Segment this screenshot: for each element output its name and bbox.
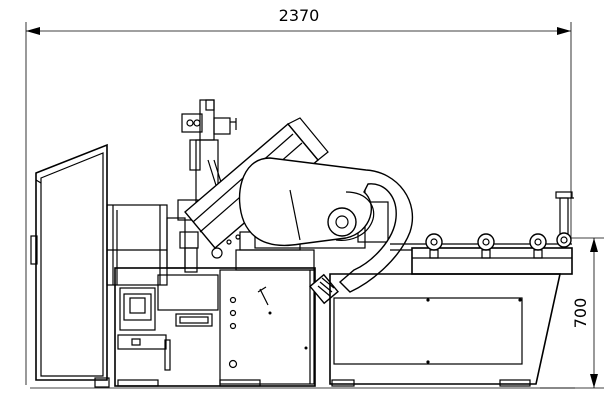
width-dimension: 2370: [25, 6, 572, 385]
width-arrow-left: [26, 27, 40, 35]
width-dimension-label: 2370: [279, 6, 320, 25]
control-cabinet: [30, 143, 110, 388]
drive-housing: [106, 204, 186, 286]
width-arrow-right: [557, 27, 571, 35]
base-frame: [114, 267, 316, 387]
height-arrow-bottom: [590, 374, 598, 388]
roller-conveyor: [390, 233, 573, 275]
machine-drawing: [30, 99, 575, 389]
height-arrow-top: [590, 238, 598, 252]
belt-cover: [238, 157, 414, 293]
end-post: [555, 191, 574, 248]
outfeed-base: [329, 273, 561, 387]
height-dimension-label: 700: [571, 298, 590, 329]
height-dimension: 700: [540, 237, 604, 389]
